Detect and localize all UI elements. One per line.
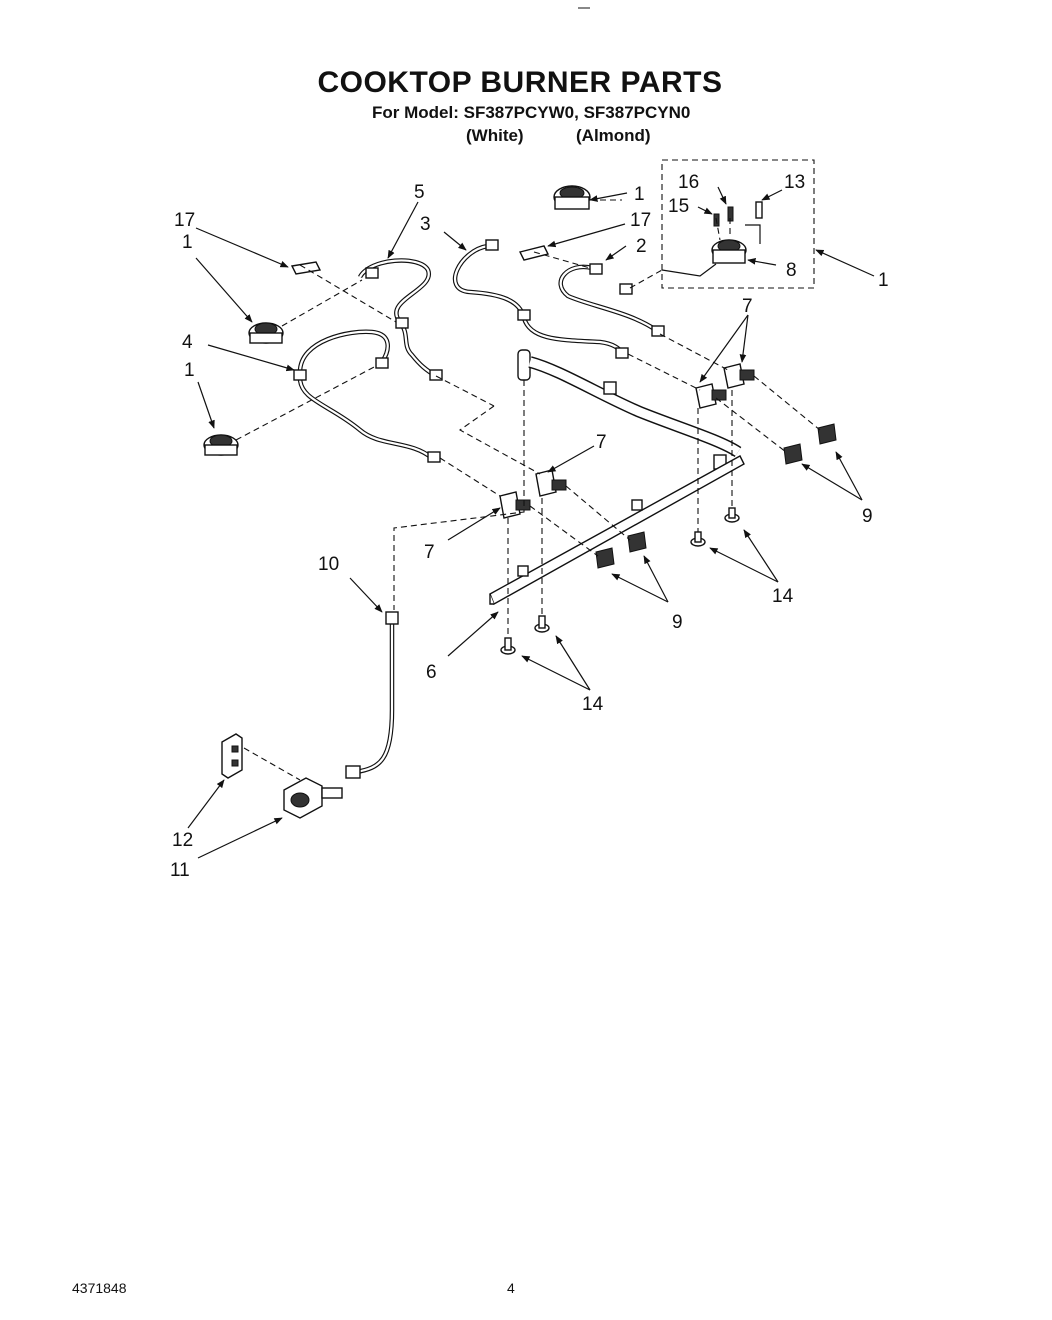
callout-11: 11 — [170, 860, 190, 881]
page-title: COOKTOP BURNER PARTS — [317, 66, 723, 99]
document-number: 4371848 — [72, 1280, 127, 1296]
callout-7-left: 7 — [424, 542, 435, 563]
screw-14-c — [534, 615, 550, 633]
orifice-9-d — [595, 547, 615, 569]
tube-5 — [358, 258, 438, 378]
callout-14-left: 14 — [582, 694, 604, 715]
callout-1-left-upper: 1 — [182, 232, 193, 253]
callout-14-right: 14 — [772, 586, 794, 607]
assembly-lines — [235, 199, 821, 781]
callout-13: 13 — [784, 172, 805, 193]
inset-box — [661, 159, 815, 289]
tube-2 — [558, 264, 658, 332]
callout-2: 2 — [636, 236, 647, 257]
screw-14-b — [690, 531, 706, 547]
callout-5: 5 — [414, 182, 425, 203]
orifice-9-c — [627, 531, 647, 553]
callout-7-upper: 7 — [742, 296, 753, 317]
regulator-11 — [283, 777, 343, 819]
variant-white: (White) — [466, 126, 524, 145]
valve-7-left — [499, 491, 531, 519]
orifice-9-a — [817, 423, 837, 445]
callout-7-center: 7 — [596, 432, 607, 453]
bracket-12 — [221, 733, 243, 779]
leader-lines — [187, 186, 875, 859]
valve-7-upper-right — [695, 383, 727, 409]
callout-17-right: 17 — [630, 210, 651, 231]
burner-base-left-lower — [203, 434, 239, 456]
model-line: For Model: SF387PCYW0, SF387PCYN0 — [372, 103, 691, 122]
screw-14-a — [724, 507, 740, 523]
tube-fittings — [293, 239, 665, 779]
callout-10: 10 — [318, 554, 339, 575]
callout-1-top: 1 — [634, 184, 645, 205]
valve-7-upper-far — [723, 363, 755, 389]
tube-3 — [452, 243, 626, 356]
callout-15: 15 — [668, 196, 689, 217]
callout-8: 8 — [786, 260, 797, 281]
callout-16: 16 — [678, 172, 699, 193]
screw-14-d — [500, 637, 516, 655]
variant-almond: (Almond) — [576, 126, 651, 145]
callout-1-left-lower: 1 — [184, 360, 195, 381]
callout-9-right: 9 — [862, 506, 873, 527]
bracket-17-right — [518, 245, 550, 261]
orifice-9-b — [783, 443, 803, 465]
callout-3: 3 — [420, 214, 431, 235]
bracket-17-left — [290, 261, 322, 275]
tube-10 — [355, 620, 395, 775]
page-number: 4 — [507, 1280, 515, 1296]
burner-base-top — [553, 185, 591, 210]
tube-4 — [297, 329, 434, 460]
clip-wire — [745, 224, 761, 244]
clip-13 — [755, 201, 763, 219]
burner-base-left-upper — [248, 322, 284, 344]
callout-17-left: 17 — [174, 210, 195, 231]
burner-base-inset — [711, 239, 747, 264]
callout-6: 6 — [426, 662, 437, 683]
callout-9-center: 9 — [672, 612, 683, 633]
manifold-pipe — [517, 349, 742, 470]
callout-12: 12 — [172, 830, 193, 851]
callout-4: 4 — [182, 332, 193, 353]
manifold-bracket-6 — [489, 455, 745, 606]
valve-7-center — [535, 469, 567, 497]
callout-1-right: 1 — [878, 270, 889, 291]
